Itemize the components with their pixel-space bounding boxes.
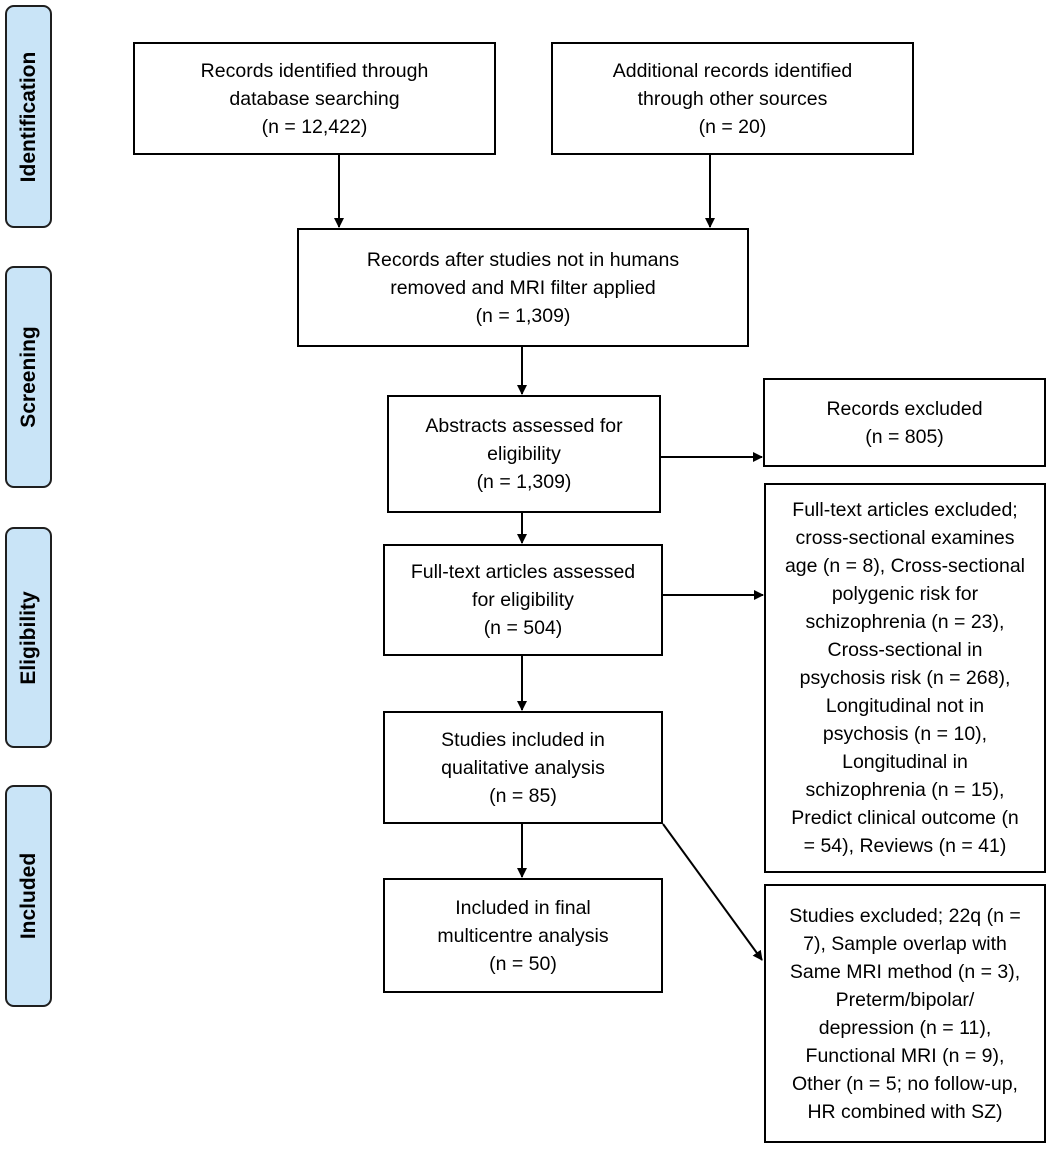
fulltext-excluded-box: Full-text articles excluded; cross-secti… — [764, 483, 1046, 873]
phase-screening: Screening — [5, 266, 52, 488]
database-records-box: Records identified through database sear… — [133, 42, 496, 155]
fulltext-excluded-text: Full-text articles excluded; cross-secti… — [784, 499, 1026, 857]
phase-identification: Identification — [5, 5, 52, 228]
qualitative-box: Studies included in qualitative analysis… — [383, 711, 663, 824]
studies-excluded-text: Studies excluded; 22q (n = 7), Sample ov… — [789, 904, 1021, 1123]
records-excluded-text: Records excluded (n = 805) — [826, 397, 983, 448]
other-sources-text: Additional records identified through ot… — [612, 59, 853, 138]
records-excluded-box: Records excluded (n = 805) — [763, 378, 1046, 467]
phase-included: Included — [5, 785, 52, 1007]
abstracts-assessed-text: Abstracts assessed for eligibility (n = … — [425, 415, 623, 493]
arrow-qualitative-to-studies-excluded — [662, 823, 763, 961]
studies-excluded-box: Studies excluded; 22q (n = 7), Sample ov… — [764, 884, 1046, 1143]
qualitative-text: Studies included in qualitative analysis… — [441, 728, 605, 807]
other-sources-box: Additional records identified through ot… — [551, 42, 914, 155]
database-records-text: Records identified through database sear… — [200, 59, 429, 138]
after-filter-box: Records after studies not in humans remo… — [297, 228, 749, 347]
after-filter-text: Records after studies not in humans remo… — [366, 248, 680, 327]
fulltext-assessed-text: Full-text articles assessed for eligibil… — [410, 561, 636, 639]
abstracts-assessed-box: Abstracts assessed for eligibility (n = … — [387, 395, 661, 513]
phase-eligibility: Eligibility — [5, 527, 52, 748]
final-multicentre-text: Included in final multicentre analysis (… — [437, 896, 609, 975]
fulltext-assessed-box: Full-text articles assessed for eligibil… — [383, 544, 663, 656]
final-multicentre-box: Included in final multicentre analysis (… — [383, 878, 663, 993]
